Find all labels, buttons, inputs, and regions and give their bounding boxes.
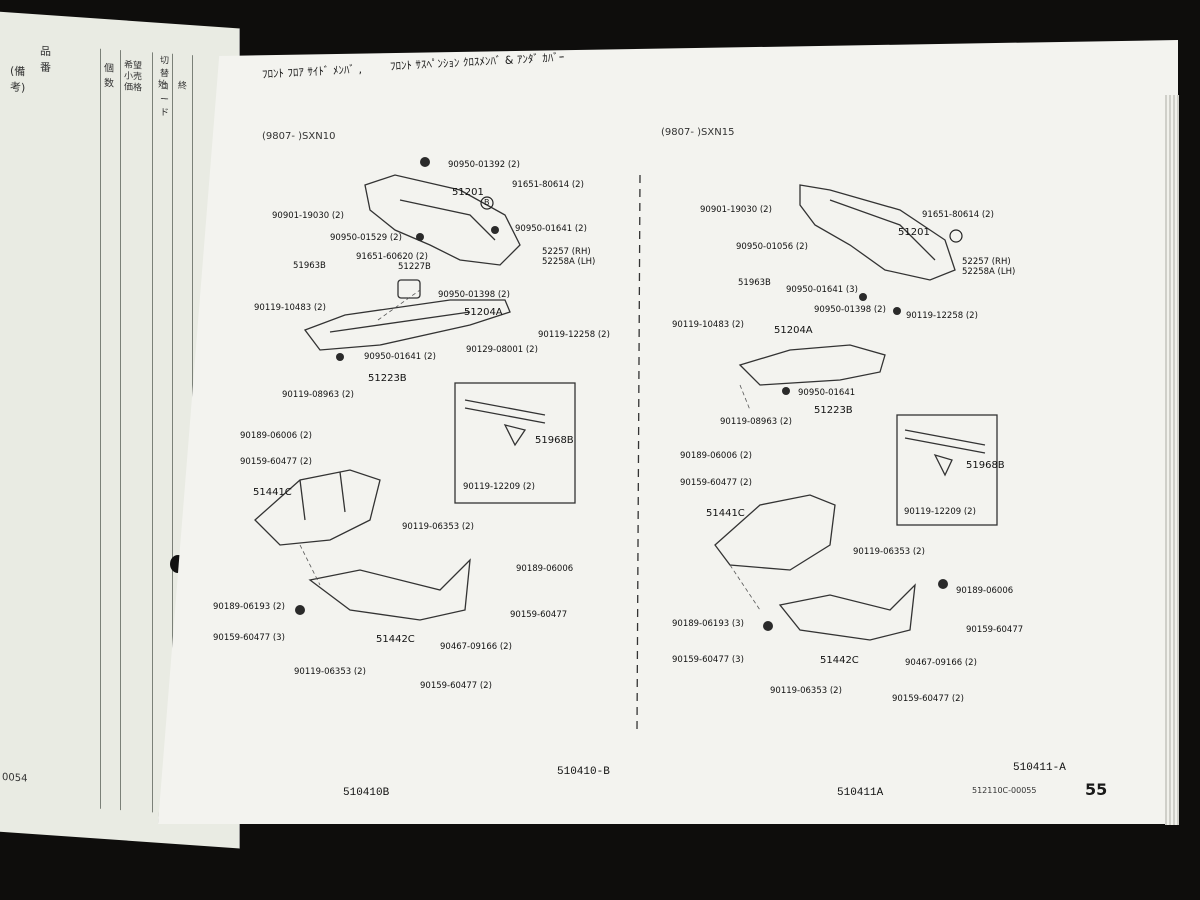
part-label: 51204A bbox=[774, 325, 813, 336]
part-label: 90189-06006 bbox=[516, 564, 574, 574]
part-label: 90189-06006 bbox=[956, 586, 1014, 596]
part-label: 90159-60477 (2) bbox=[420, 681, 492, 691]
nut-icon bbox=[420, 157, 430, 167]
part-label: 90119-12258 (2) bbox=[906, 311, 978, 321]
part-label: 90950-01641 (2) bbox=[364, 352, 436, 362]
part-label: 90950-01398 (2) bbox=[814, 305, 886, 315]
left-diagram-footer-code: 510410-B bbox=[557, 766, 610, 778]
part-label: 90189-06193 (3) bbox=[672, 619, 744, 629]
part-label: 90950-01641 bbox=[798, 388, 856, 398]
under-cover-drawing-right bbox=[714, 494, 836, 571]
part-label: 51963B bbox=[738, 278, 771, 288]
part-label: 90159-60477 (2) bbox=[680, 478, 752, 488]
right-diagram-footer-code: 510411-A bbox=[1013, 762, 1066, 774]
left-bottom-code: 510410B bbox=[343, 787, 390, 799]
part-label: 90950-01529 (2) bbox=[330, 233, 402, 243]
part-label: 90119-12258 (2) bbox=[538, 330, 610, 340]
part-label: 51223B bbox=[368, 373, 407, 384]
part-label: 90129-08001 (2) bbox=[466, 345, 538, 355]
under-cover-rear-drawing bbox=[308, 558, 471, 621]
part-label: 51223B bbox=[814, 405, 853, 416]
part-label: 90119-08963 (2) bbox=[282, 390, 354, 400]
part-label: 52258A (LH) bbox=[962, 267, 1016, 277]
page-reference-code: 512110C-00055 bbox=[972, 786, 1037, 795]
part-label: 91651-60620 (2) bbox=[356, 252, 428, 262]
part-label: 90950-01641 (2) bbox=[515, 224, 587, 234]
part-label: 90189-06006 (2) bbox=[240, 431, 312, 441]
part-label: 51968B bbox=[535, 435, 574, 446]
part-label: 51227B bbox=[398, 262, 431, 272]
part-label: 90119-12209 (2) bbox=[904, 507, 976, 517]
part-label: 52257 (RH) bbox=[962, 257, 1011, 267]
page-stack-edge bbox=[1165, 95, 1179, 825]
part-label: 90950-01641 (3) bbox=[786, 285, 858, 295]
detail-inset-box bbox=[454, 382, 576, 504]
part-label: 91651-80614 (2) bbox=[512, 180, 584, 190]
part-label: 90950-01398 (2) bbox=[438, 290, 510, 300]
detail-inset-box-right bbox=[896, 414, 998, 526]
part-label: 90119-06353 (2) bbox=[853, 547, 925, 557]
part-label: 90159-60477 (2) bbox=[892, 694, 964, 704]
part-label: 90901-19030 (2) bbox=[700, 205, 772, 215]
part-label: 90119-12209 (2) bbox=[463, 482, 535, 492]
section-divider bbox=[636, 174, 641, 731]
b-marker-label: B bbox=[484, 198, 490, 207]
part-label: 51963B bbox=[293, 261, 326, 271]
part-label: 51441C bbox=[253, 487, 292, 498]
crossmember-drawing bbox=[364, 174, 521, 266]
under-cover-rear-drawing-right bbox=[778, 583, 916, 641]
page-number: 55 bbox=[1085, 780, 1108, 799]
part-label: 90467-09166 (2) bbox=[905, 658, 977, 668]
part-label: 90119-06353 (2) bbox=[402, 522, 474, 532]
under-cover-drawing bbox=[254, 469, 381, 546]
part-label: 51441C bbox=[706, 508, 745, 519]
b-reference-marker-right bbox=[949, 229, 963, 243]
part-label: 51201 bbox=[452, 187, 484, 198]
left-diagram-range: (9807- )SXN10 bbox=[262, 131, 336, 142]
part-label: 90119-08963 (2) bbox=[720, 417, 792, 427]
part-label: 90159-60477 (3) bbox=[213, 633, 285, 643]
part-label: 90159-60477 bbox=[966, 625, 1024, 635]
part-label: 51442C bbox=[820, 655, 859, 666]
part-label: 90950-01056 (2) bbox=[736, 242, 808, 252]
part-label: 90119-06353 (2) bbox=[770, 686, 842, 696]
part-label: 90189-06006 (2) bbox=[680, 451, 752, 461]
part-label: 52258A (LH) bbox=[542, 257, 596, 267]
crossmember-drawing-right bbox=[799, 184, 956, 281]
part-label: 90950-01392 (2) bbox=[448, 160, 520, 170]
right-bottom-code: 510411A bbox=[837, 787, 884, 799]
frame-drawing-right bbox=[738, 344, 886, 386]
part-label: 52257 (RH) bbox=[542, 247, 591, 257]
part-label: 51201 bbox=[898, 227, 930, 238]
right-diagram-range: (9807- )SXN15 bbox=[661, 127, 735, 138]
part-label: 90119-06353 (2) bbox=[294, 667, 366, 677]
frame-drawing bbox=[303, 299, 511, 351]
part-label: 51442C bbox=[376, 634, 415, 645]
b-reference-marker bbox=[480, 196, 494, 210]
right-page bbox=[158, 40, 1178, 824]
part-label: 91651-80614 (2) bbox=[922, 210, 994, 220]
part-label: 51968B bbox=[966, 460, 1005, 471]
part-label: 90901-19030 (2) bbox=[272, 211, 344, 221]
part-label: 90159-60477 (3) bbox=[672, 655, 744, 665]
part-label: 90159-60477 (2) bbox=[240, 457, 312, 467]
part-label: 90189-06193 (2) bbox=[213, 602, 285, 612]
bracket-drawing bbox=[397, 279, 421, 299]
part-label: 90467-09166 (2) bbox=[440, 642, 512, 652]
part-label: 90119-10483 (2) bbox=[254, 303, 326, 313]
part-label: 51204A bbox=[464, 307, 503, 318]
part-label: 90119-10483 (2) bbox=[672, 320, 744, 330]
part-label: 90159-60477 bbox=[510, 610, 568, 620]
